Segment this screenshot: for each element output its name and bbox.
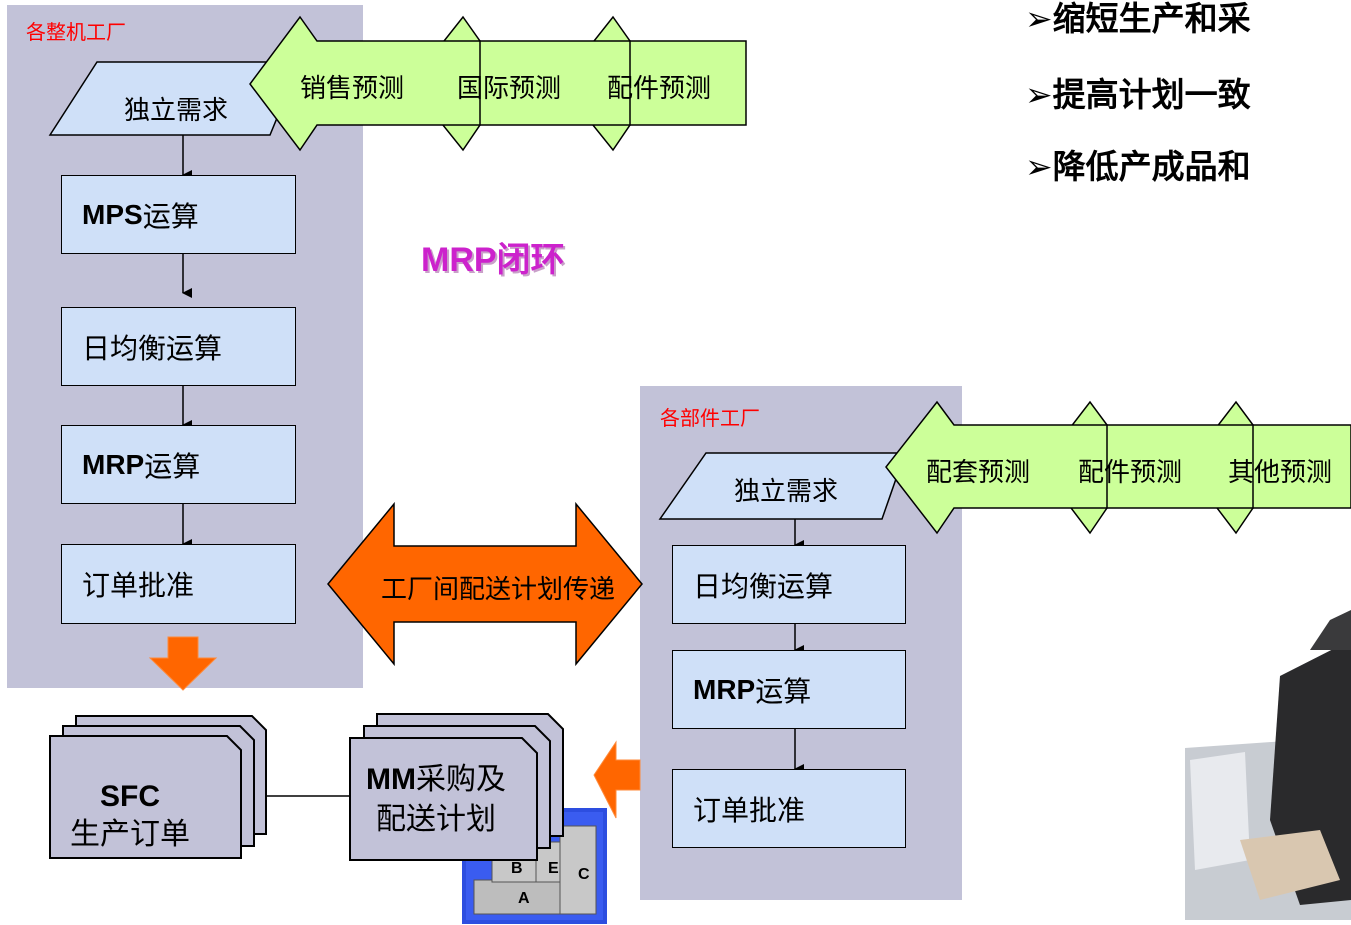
orange-left-arrow xyxy=(593,740,641,819)
orange-down-arrow xyxy=(148,636,218,691)
right-step-approve: 订单批准 xyxy=(672,769,906,848)
forecast-arrow-1 xyxy=(249,15,481,152)
forecast-arrow-r1 xyxy=(885,400,1108,535)
bullet-2: ➢提高计划一致 xyxy=(1025,75,1251,114)
inventory-label-a: A xyxy=(518,890,530,907)
bullet-1: ➢缩短生产和采 xyxy=(1025,0,1251,38)
transfer-double-arrow xyxy=(327,501,643,667)
mm-document-stack xyxy=(349,713,564,861)
forecast-label-r2: 配件预测 xyxy=(1078,458,1183,488)
forecast-label-r1: 配套预测 xyxy=(926,458,1031,488)
left-step-balance: 日均衡运算 xyxy=(61,307,296,386)
left-factory-label: 各整机工厂 xyxy=(26,20,126,44)
inventory-label-c: C xyxy=(578,866,590,883)
inventory-label-e: E xyxy=(548,860,559,877)
businessman-photo xyxy=(1185,610,1351,920)
forecast-label-r3: 其他预测 xyxy=(1228,458,1333,488)
forecast-label-2: 国际预测 xyxy=(457,74,562,104)
bullet-3: ➢降低产成品和 xyxy=(1025,147,1251,186)
right-demand-label: 独立需求 xyxy=(734,477,839,507)
left-demand-label: 独立需求 xyxy=(124,96,229,126)
sfc-doc-label: SFC 生产订单 xyxy=(70,780,190,852)
forecast-label-1: 销售预测 xyxy=(300,74,405,104)
mrp-closed-loop-title: MRP闭环 xyxy=(421,241,565,279)
transfer-arrow-label: 工厂间配送计划传递 xyxy=(381,575,616,605)
forecast-label-3: 配件预测 xyxy=(607,74,712,104)
right-factory-label: 各部件工厂 xyxy=(660,406,760,430)
left-step-approve: 订单批准 xyxy=(61,544,296,624)
left-demand-shape xyxy=(48,61,302,136)
sfc-document-stack xyxy=(49,715,267,859)
right-demand-shape xyxy=(658,452,907,520)
inventory-label-b: B xyxy=(511,860,523,877)
right-step-balance: 日均衡运算 xyxy=(672,545,906,624)
mm-doc-label: MM采购及 配送计划 xyxy=(366,762,506,837)
